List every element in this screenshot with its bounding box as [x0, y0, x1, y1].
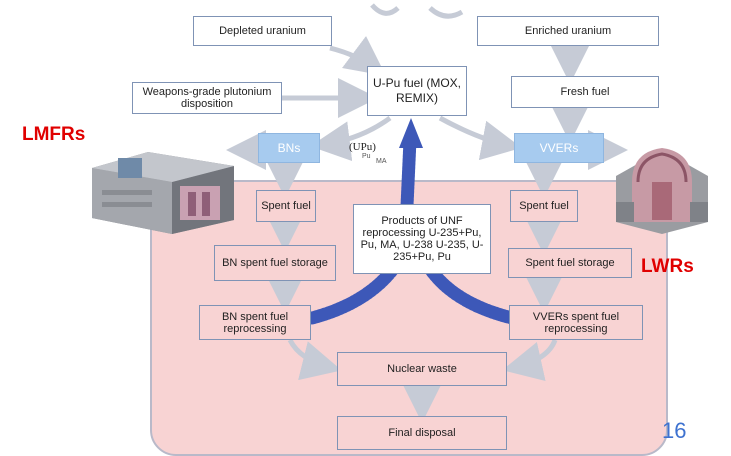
vvers-reprocessing-box: VVERs spent fuel reprocessing [509, 305, 643, 340]
spent-fuel-storage-box: Spent fuel storage [508, 248, 632, 278]
ma-label: MA [376, 158, 387, 165]
lwr-reactor-illustration [616, 148, 708, 234]
page-number: 16 [662, 418, 687, 443]
weapons-plutonium-box: Weapons-grade plutonium disposition [132, 82, 282, 114]
bn-reprocessing-box: BN spent fuel reprocessing [199, 305, 311, 340]
nuclear-waste-box: Nuclear waste [337, 352, 507, 386]
vvers-box: VVERs [514, 133, 604, 163]
depleted-uranium-box: Depleted uranium [193, 16, 332, 46]
enriched-uranium-box: Enriched uranium [477, 16, 659, 46]
upu-symbol: (UPu) [349, 141, 376, 153]
spent-fuel-right-box: Spent fuel [510, 190, 578, 222]
products-reprocessing-box: Products of UNF reprocessing U-235+Pu, P… [353, 204, 491, 274]
arrow-upu-to-bns [310, 115, 392, 162]
lmfr-reactor-illustration [92, 152, 234, 234]
spent-fuel-left-box: Spent fuel [256, 190, 316, 222]
lwrs-label: LWRs [641, 256, 694, 277]
pu-label: Pu [362, 153, 371, 160]
arrow-upu-to-vvers [438, 115, 522, 161]
lmfrs-label: LMFRs [22, 124, 86, 145]
fresh-fuel-box: Fresh fuel [511, 76, 659, 108]
final-disposal-box: Final disposal [337, 416, 507, 450]
upu-fuel-box: U-Pu fuel (MOX, REMIX) [367, 66, 467, 116]
bns-box: BNs [258, 133, 320, 163]
top-split-arrow [370, 3, 400, 16]
bn-storage-box: BN spent fuel storage [214, 245, 336, 281]
